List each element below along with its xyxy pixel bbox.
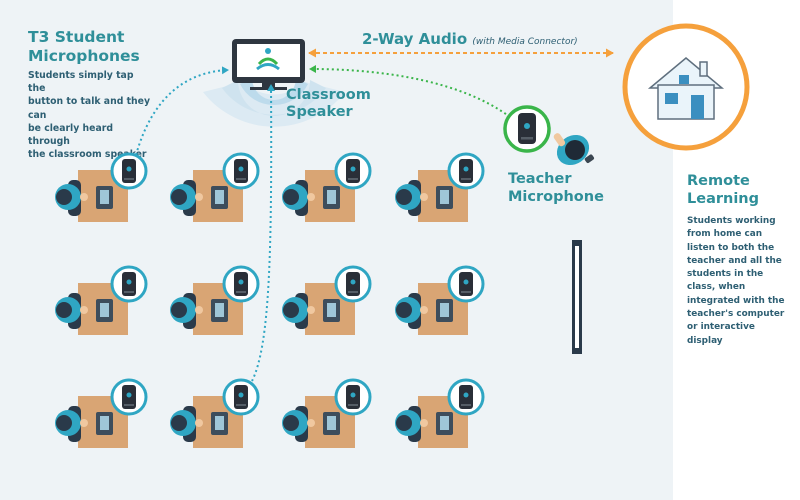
two-way-audio-subtitle: (with Media Connector) [472, 37, 578, 47]
student-up-to-speaker-arrow [251, 84, 276, 382]
teacher-icon [553, 133, 595, 166]
student-desk [55, 265, 148, 335]
wall-display-icon [572, 240, 582, 354]
student-desk [55, 378, 148, 448]
student-mics-description: Students simply tap the button to talk a… [28, 70, 151, 161]
student-desk [55, 152, 148, 222]
student-desk [395, 265, 485, 335]
remote-learning-title: Remote Learning [687, 173, 760, 207]
student-desk [170, 378, 260, 448]
teacher-microphone-label: Teacher Microphone [508, 171, 604, 205]
classroom-speaker-label: Classroom Speaker [286, 87, 371, 120]
teacher-microphone-icon [503, 105, 551, 153]
teacher-to-speaker-arrow [309, 65, 511, 118]
student-desk [395, 378, 485, 448]
student-desk [282, 378, 372, 448]
student-desk [282, 265, 372, 335]
remote-learning-description: Students working from home can listen to… [687, 216, 785, 346]
display-icon [232, 39, 305, 90]
student-desk [170, 265, 260, 335]
student-to-speaker-arrow [135, 66, 229, 156]
student-desk [282, 152, 372, 222]
house-icon [622, 23, 750, 151]
student-desk [395, 152, 485, 222]
speaker-waves-icon [203, 78, 345, 127]
two-way-audio-label: 2-Way Audio (with Media Connector) [362, 30, 578, 48]
student-mics-title: T3 Student Microphones [28, 28, 140, 65]
student-desk [170, 152, 260, 222]
